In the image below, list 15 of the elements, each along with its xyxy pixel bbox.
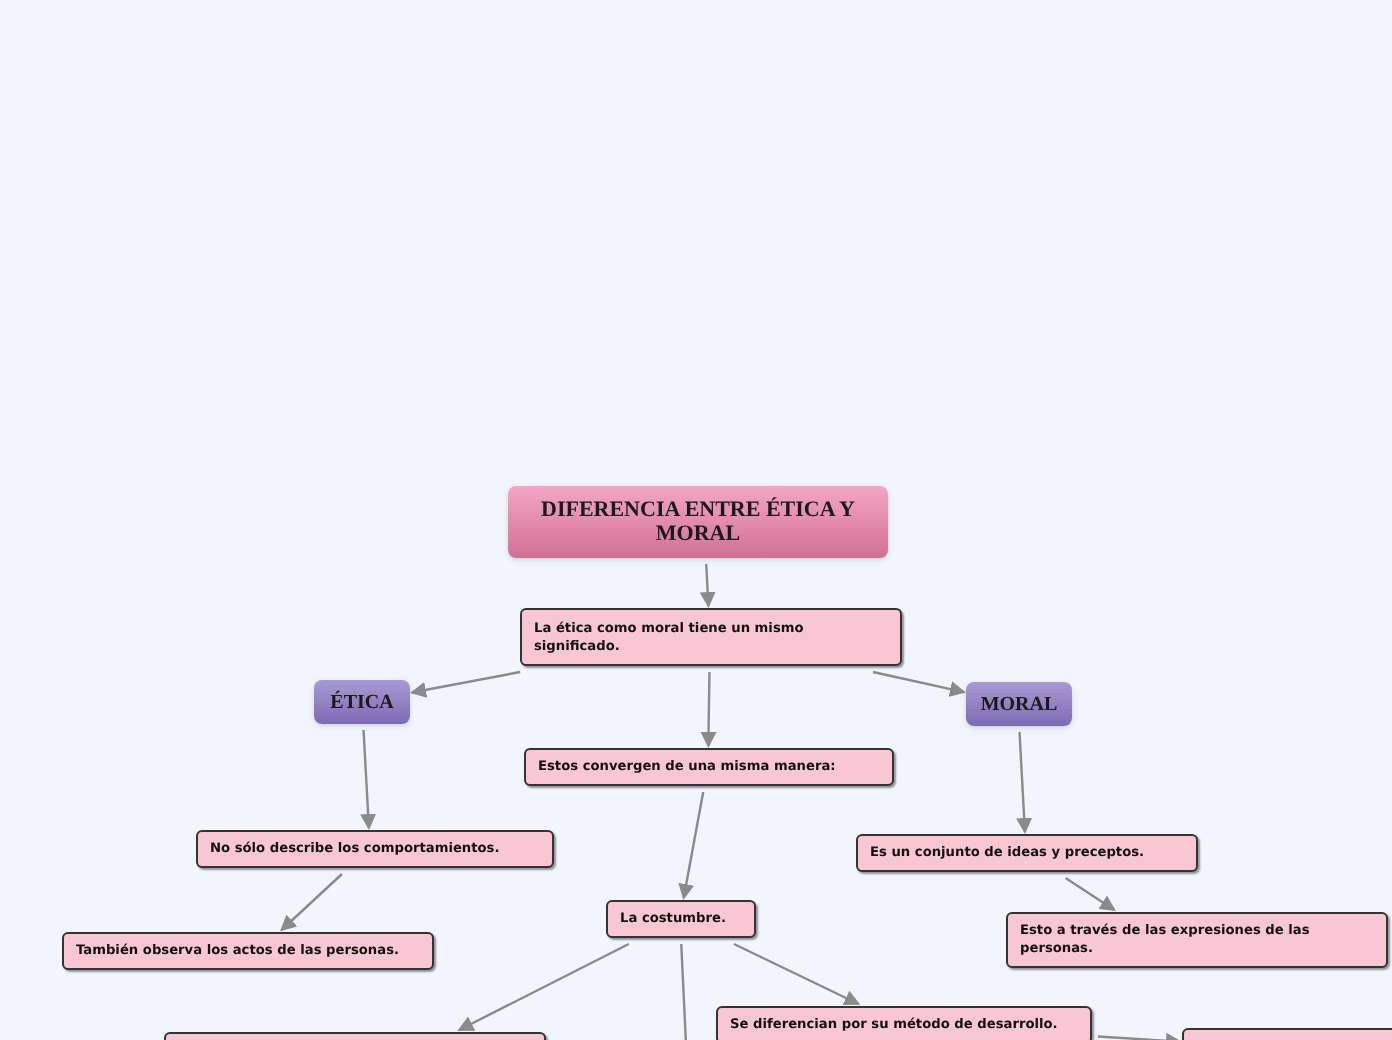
arrow [733, 942, 861, 1006]
topic-box: ÉTICA [314, 680, 410, 724]
arrow [410, 670, 521, 698]
title-box: DIFERENCIA ENTRE ÉTICA Y MORAL [508, 486, 888, 558]
arrow [1097, 1032, 1182, 1040]
arrow [699, 563, 716, 608]
arrow [1016, 731, 1033, 834]
topic-box: MORAL [966, 682, 1072, 726]
arrow [457, 942, 630, 1032]
arrow [700, 671, 717, 748]
arrow [1064, 877, 1116, 912]
arrow [872, 670, 966, 697]
arrow [360, 729, 377, 830]
arrow [280, 873, 343, 932]
arrow [678, 791, 705, 900]
